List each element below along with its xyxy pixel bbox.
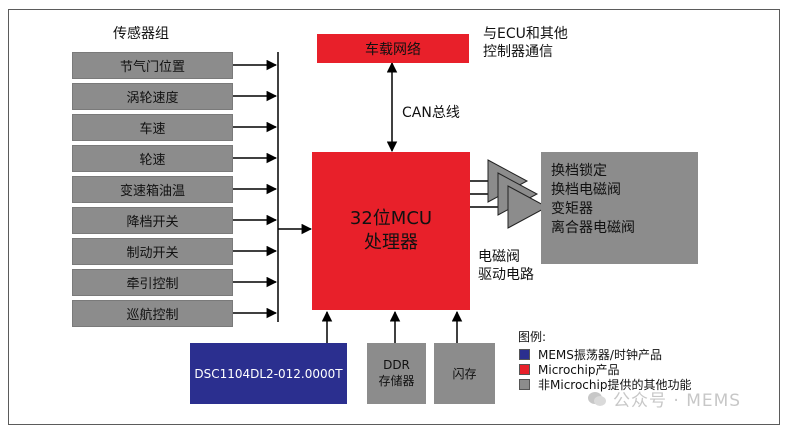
output-item: 换档电磁阀	[551, 182, 621, 198]
output-item: 变矩器	[551, 201, 593, 217]
sensor-item: 降档开关	[72, 207, 233, 234]
outputs-box: 换档锁定换档电磁阀变矩器离合器电磁阀	[541, 152, 698, 264]
output-item: 换档锁定	[551, 163, 607, 179]
sensor-item: 涡轮速度	[72, 83, 233, 110]
sensor-group-title: 传感器组	[113, 26, 169, 42]
legend-label: 非Microchip提供的其他功能	[538, 378, 692, 392]
mcu-label-line1: 32位MCU	[349, 208, 433, 229]
sensor-item: 巡航控制	[72, 300, 233, 327]
diagram-frame	[8, 9, 780, 425]
legend-swatch	[519, 379, 530, 390]
driver-label-line1: 电磁阀	[478, 249, 520, 265]
can-bus-label: CAN总线	[402, 105, 460, 121]
output-item: 离合器电磁阀	[551, 220, 635, 236]
legend-title: 图例:	[518, 330, 547, 344]
legend-swatch	[519, 364, 530, 375]
driver-buffers	[470, 159, 549, 229]
watermark-text: 公众号 · MEMS	[613, 391, 742, 411]
vehicle-network-box: 车载网络	[317, 34, 469, 63]
legend-swatch	[519, 349, 530, 360]
ddr-label-line1: DDR	[383, 358, 410, 372]
sensor-item: 节气门位置	[72, 52, 233, 79]
ddr-memory-box: DDR 存储器	[367, 343, 426, 404]
mcu-box: 32位MCU 处理器	[312, 152, 470, 310]
legend-label: Microchip产品	[538, 363, 620, 377]
driver-label-line2: 驱动电路	[478, 267, 534, 283]
wechat-icon	[587, 391, 607, 407]
mcu-label-line2: 处理器	[364, 232, 418, 253]
sensor-item: 车速	[72, 114, 233, 141]
sensor-item: 变速箱油温	[72, 176, 233, 203]
sensor-item: 制动开关	[72, 238, 233, 265]
sensor-arrows	[233, 59, 278, 319]
oscillator-box: DSC1104DL2-012.0000T	[190, 343, 347, 404]
network-note-line2: 控制器通信	[483, 44, 553, 60]
watermark: 公众号 · MEMS	[587, 386, 741, 411]
outputs-list: 换档锁定换档电磁阀变矩器离合器电磁阀	[551, 162, 635, 238]
legend-label: MEMS振荡器/时钟产品	[538, 348, 662, 362]
sensor-item: 轮速	[72, 145, 233, 172]
flash-memory-box: 闪存	[434, 343, 495, 404]
network-note-line1: 与ECU和其他	[483, 26, 568, 42]
ddr-label-line2: 存储器	[378, 374, 415, 388]
sensor-item: 牵引控制	[72, 269, 233, 296]
buffer-triangle	[507, 185, 549, 229]
